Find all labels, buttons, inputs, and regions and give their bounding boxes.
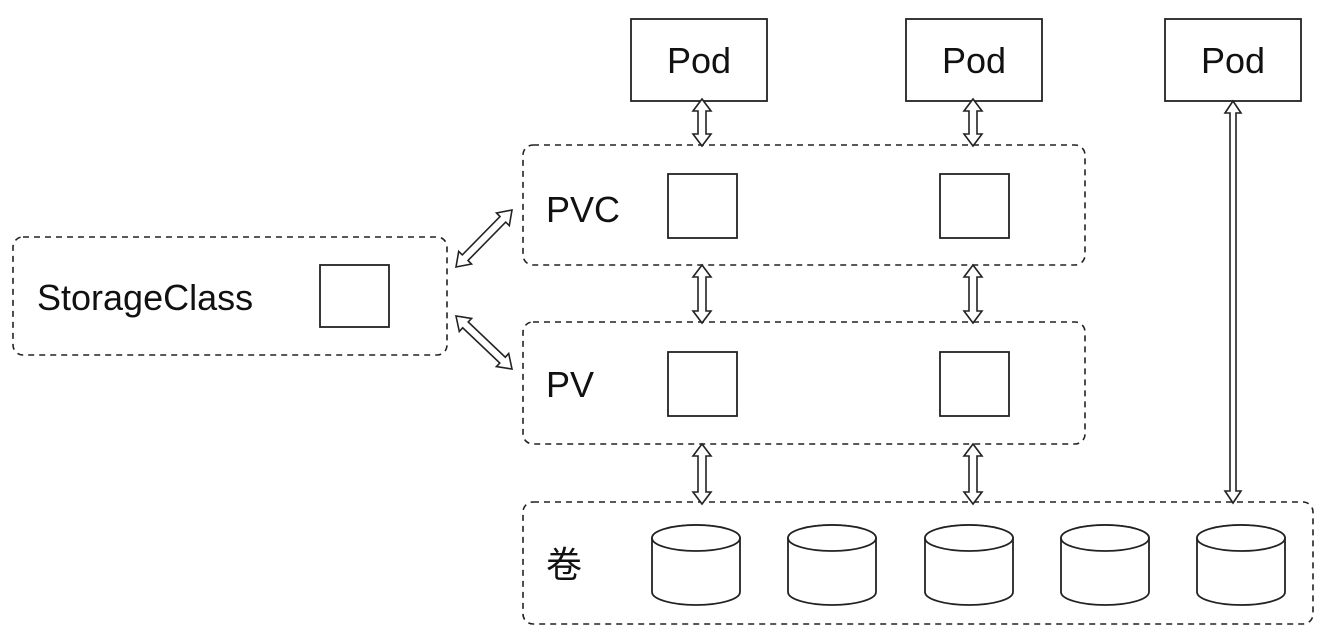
volume-cylinder-1 <box>651 524 741 606</box>
pod-3-label: Pod <box>1201 40 1265 81</box>
volumes-group-border <box>522 501 1314 625</box>
arrow-pvc-pv-1 <box>691 263 713 325</box>
arrow-pv-volume-2 <box>962 442 984 506</box>
pvc-item-2 <box>939 173 1010 239</box>
pod-3-box <box>1164 18 1302 102</box>
pod-2-label: Pod <box>942 40 1006 81</box>
connector-arrows <box>454 97 1243 506</box>
volume-cylinder-2 <box>787 524 877 606</box>
pod-2-box <box>905 18 1043 102</box>
volume-cylinder-3 <box>924 524 1014 606</box>
storageclass-item <box>319 264 390 328</box>
arrow-pvc-pv-2 <box>962 263 984 325</box>
pvc-label: PVC <box>546 189 620 230</box>
arrow-pod2-pvc <box>962 97 984 148</box>
storageclass-label: StorageClass <box>37 277 253 318</box>
arrow-storageclass-pvc <box>455 208 513 269</box>
volume-cylinder-5 <box>1196 524 1286 606</box>
pv-label: PV <box>546 364 594 405</box>
pv-group: PV <box>522 321 1086 445</box>
pv-item-2 <box>939 351 1010 417</box>
volumes-label: 卷 <box>546 544 582 585</box>
arrow-pod1-pvc <box>691 97 713 148</box>
pod-3: Pod <box>1164 18 1302 102</box>
storageclass-group: StorageClass <box>12 236 448 356</box>
pod-1: Pod <box>630 18 768 102</box>
arrow-pv-volume-1 <box>691 442 713 506</box>
volume-cylinders <box>651 524 1286 606</box>
pod-2: Pod <box>905 18 1043 102</box>
arrow-pod3-volume <box>1223 99 1243 505</box>
pv-item-1 <box>667 351 738 417</box>
volume-cylinder-4 <box>1060 524 1150 606</box>
pod-1-label: Pod <box>667 40 731 81</box>
arrow-storageclass-pv <box>454 315 514 370</box>
pvc-item-1 <box>667 173 738 239</box>
pod-1-box <box>630 18 768 102</box>
pvc-group: PVC <box>522 144 1086 266</box>
volumes-group: 卷 <box>522 501 1314 625</box>
